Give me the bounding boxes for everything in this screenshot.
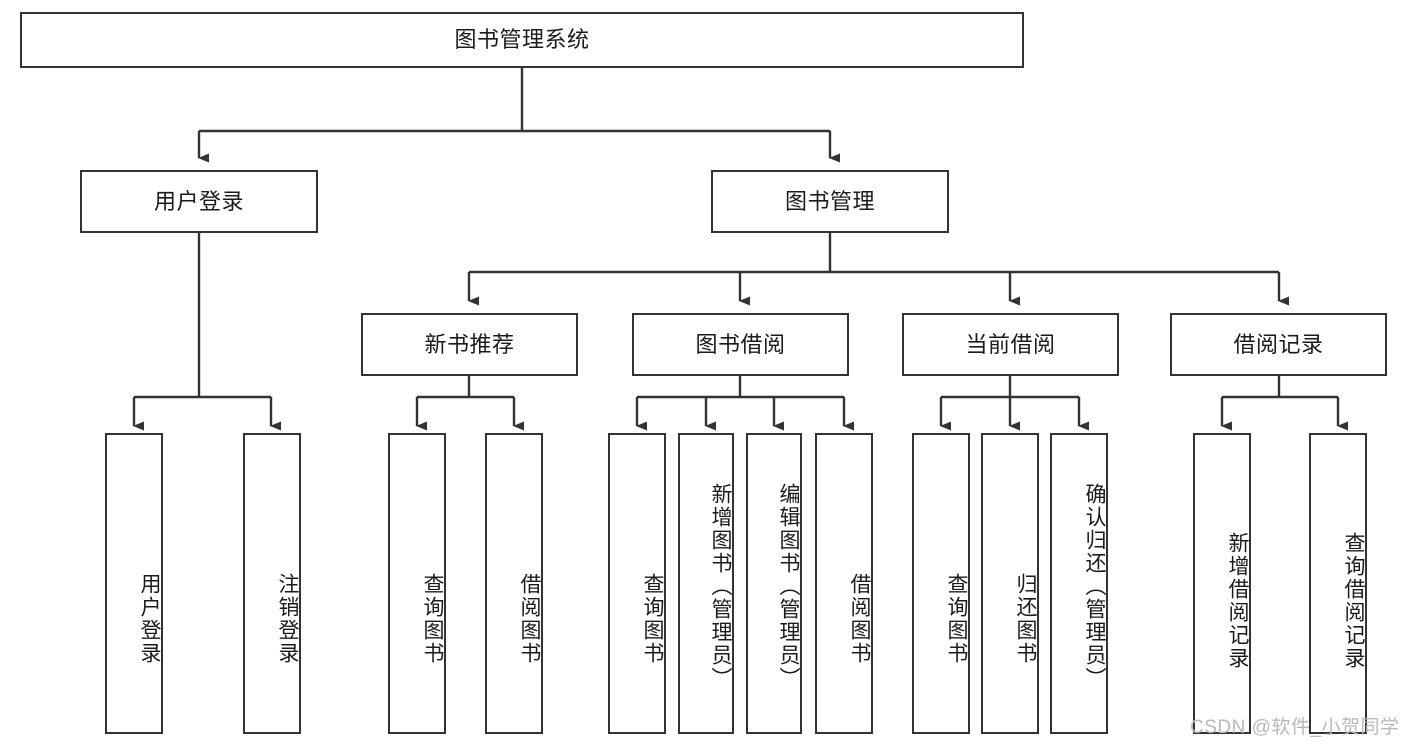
leaf-user-login[interactable]: 用户登录 xyxy=(105,433,163,734)
node-current-borrow[interactable]: 当前借阅 xyxy=(902,313,1119,376)
leaf-borrow-book[interactable]: 借阅图书 xyxy=(815,433,873,734)
node-borrow-record[interactable]: 借阅记录 xyxy=(1170,313,1387,376)
leaf-query-book-current[interactable]: 查询图书 xyxy=(912,433,970,734)
csdn-watermark: CSDN @软件_小贺同学 xyxy=(1190,717,1400,738)
leaf-borrow-book-recommend[interactable]: 借阅图书 xyxy=(485,433,543,734)
node-book-management[interactable]: 图书管理 xyxy=(711,170,949,233)
node-user-login[interactable]: 用户登录 xyxy=(80,170,318,233)
leaf-query-book-recommend[interactable]: 查询图书 xyxy=(388,433,446,734)
node-book-borrow[interactable]: 图书借阅 xyxy=(632,313,849,376)
leaf-edit-book-admin[interactable]: 编辑图书（管理员） xyxy=(746,433,802,734)
node-new-book-recommend[interactable]: 新书推荐 xyxy=(361,313,578,376)
leaf-query-book-borrow[interactable]: 查询图书 xyxy=(608,433,666,734)
leaf-logout[interactable]: 注销登录 xyxy=(243,433,301,734)
leaf-add-book-admin[interactable]: 新增图书（管理员） xyxy=(678,433,734,734)
leaf-confirm-return-admin[interactable]: 确认归还（管理员） xyxy=(1050,433,1108,734)
leaf-return-book[interactable]: 归还图书 xyxy=(981,433,1039,734)
node-root-book-management-system[interactable]: 图书管理系统 xyxy=(20,12,1024,68)
leaf-add-borrow-record[interactable]: 新增借阅记录 xyxy=(1193,433,1251,734)
leaf-query-borrow-record[interactable]: 查询借阅记录 xyxy=(1309,433,1367,734)
